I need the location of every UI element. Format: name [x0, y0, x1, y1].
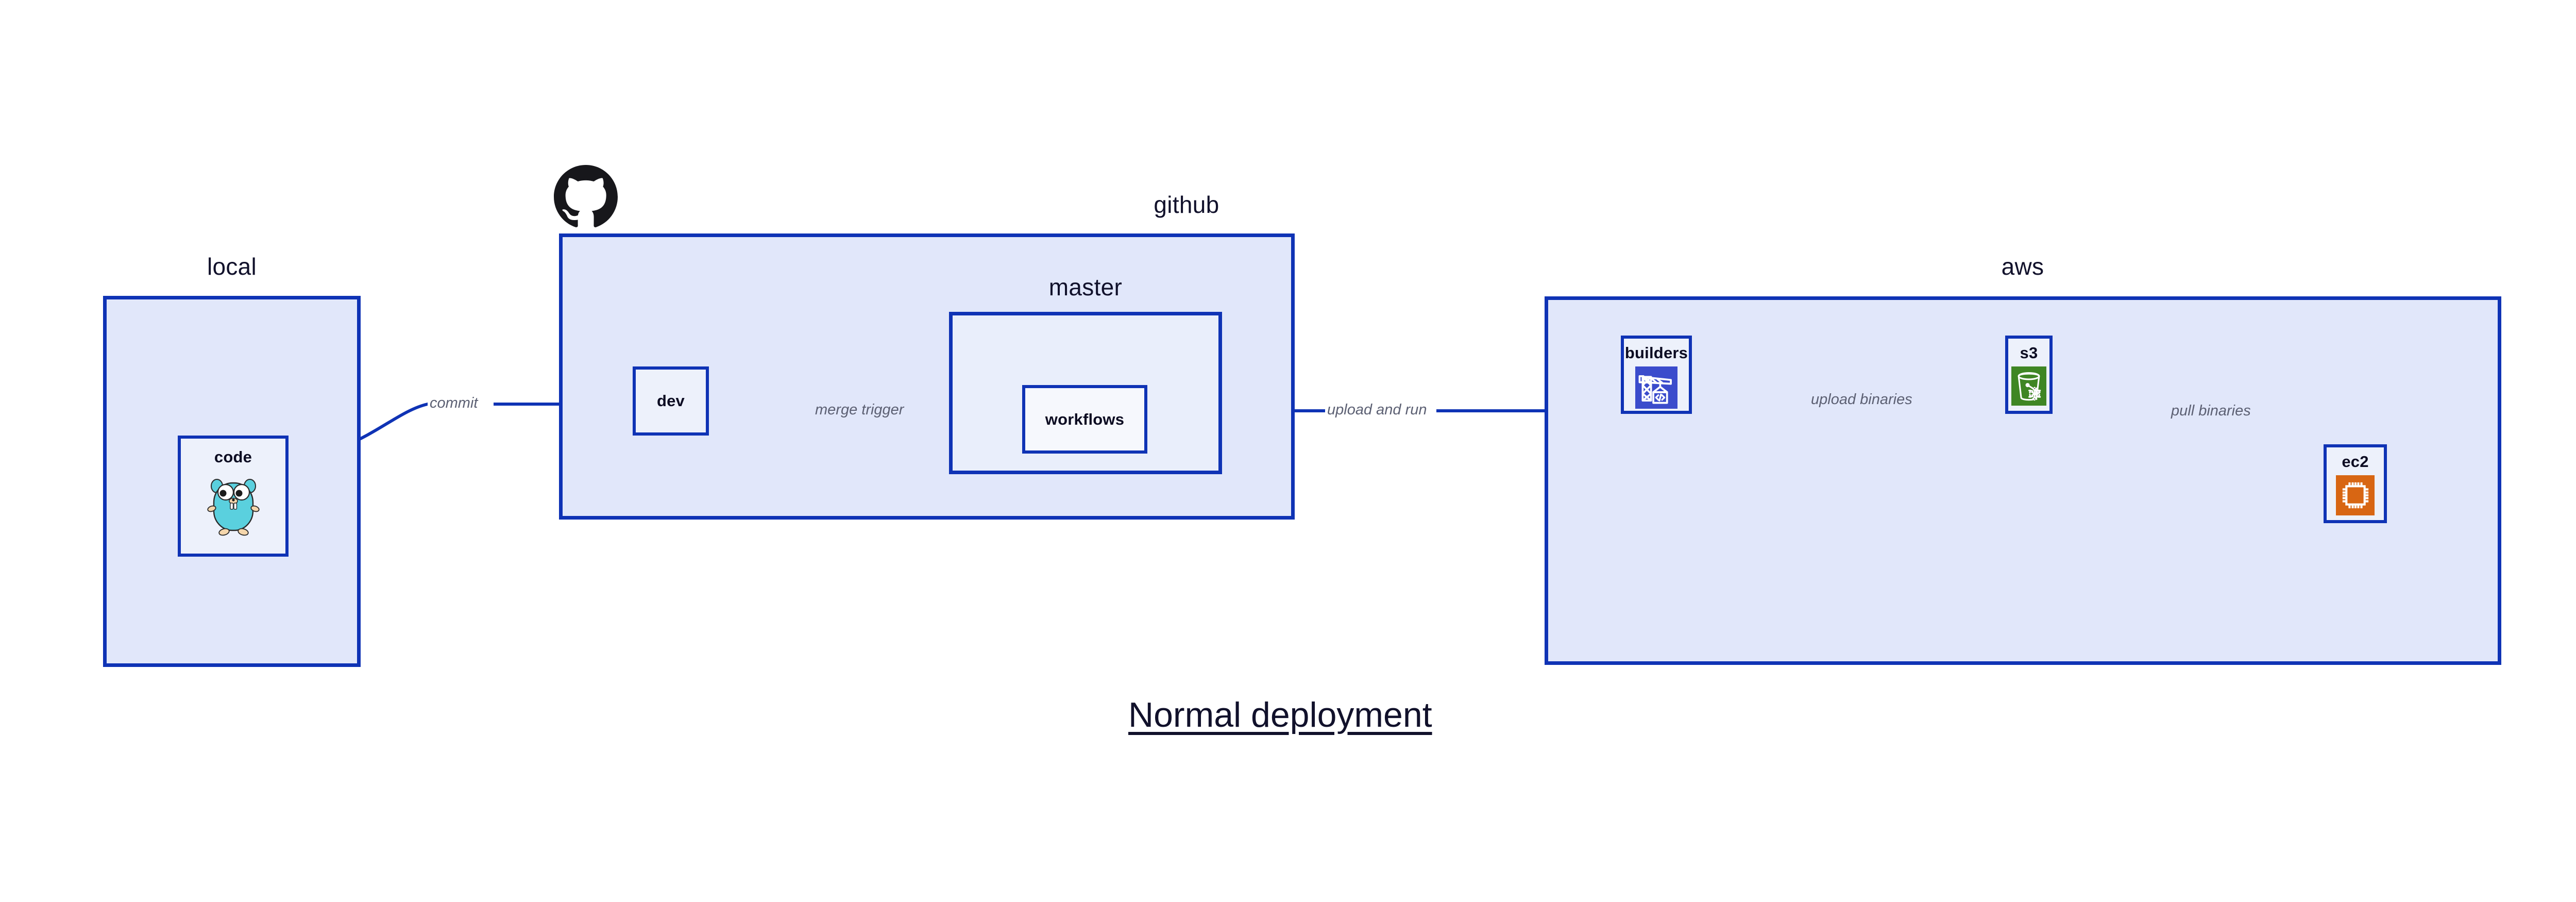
go-gopher-icon — [200, 472, 267, 539]
node-code[interactable]: code — [178, 436, 289, 557]
zone-label-aws: aws — [2001, 253, 2044, 280]
diagram-caption: Normal deployment — [1128, 695, 1432, 734]
zone-label-github: github — [1154, 191, 1219, 218]
node-builders[interactable]: builders — [1621, 336, 1692, 414]
edge-label-upload-and-run: upload and run — [1325, 403, 1429, 417]
node-workflows-label: workflows — [1045, 410, 1125, 428]
edge-label-upload-binaries: upload binaries — [1809, 392, 1914, 407]
node-code-label: code — [214, 448, 252, 466]
node-dev-label: dev — [656, 392, 685, 410]
node-workflows[interactable]: workflows — [1022, 385, 1147, 454]
github-logo — [554, 165, 618, 229]
node-s3-label: s3 — [2020, 344, 2038, 362]
node-ec2[interactable]: ec2 — [2324, 444, 2387, 523]
node-builders-label: builders — [1624, 344, 1688, 362]
node-s3[interactable]: s3 — [2005, 336, 2053, 414]
edge-label-pull-binaries: pull binaries — [2169, 404, 2253, 419]
zone-label-master: master — [1048, 274, 1123, 300]
edge-label-commit: commit — [428, 396, 480, 411]
zone-label-local: local — [207, 253, 257, 280]
aws-codebuild-icon — [1635, 366, 1677, 409]
node-ec2-label: ec2 — [2342, 453, 2369, 471]
edge-label-merge-trigger: merge trigger — [813, 403, 906, 417]
aws-s3-glacier-icon — [2011, 366, 2046, 406]
node-dev[interactable]: dev — [633, 366, 709, 436]
github-mark-icon — [554, 165, 618, 227]
aws-ec2-icon — [2336, 475, 2375, 515]
